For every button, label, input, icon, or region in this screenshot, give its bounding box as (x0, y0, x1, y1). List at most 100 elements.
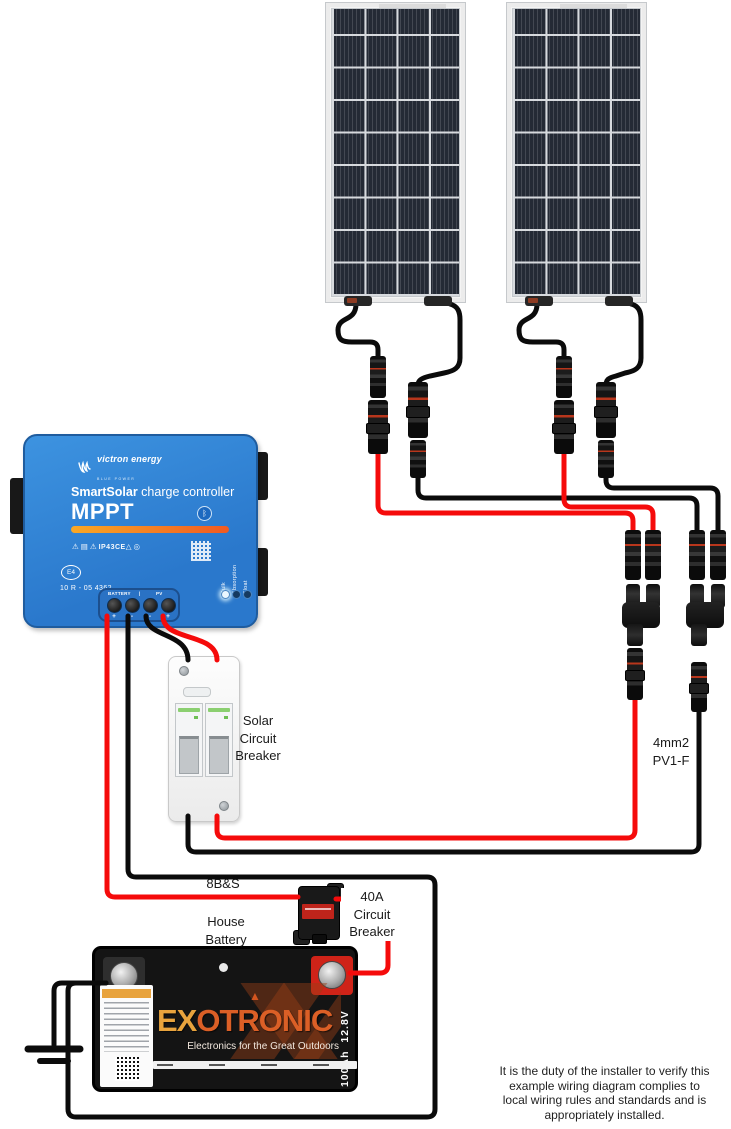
qr-code (115, 1057, 139, 1081)
wire-panel2-positive-lead (516, 301, 567, 360)
breaker-window (183, 687, 211, 697)
polarity-sign: + (166, 613, 170, 620)
label-line: Breaker (349, 924, 395, 939)
battery-terminal-label: BATTERY (108, 591, 131, 596)
solar-panel-cells (512, 8, 641, 297)
pv-negative-terminal (143, 598, 158, 613)
disclaimer-line: example wiring diagram complies to (509, 1078, 700, 1093)
mc4-connector (710, 530, 726, 580)
breaker-reset-knob (312, 934, 327, 944)
bluetooth-icon: ᛒ (197, 506, 212, 521)
brand-name: victron energy (97, 454, 162, 464)
y-branch-outlet (627, 624, 643, 646)
mc4-connector (370, 356, 386, 398)
y-branch-positive (617, 584, 665, 646)
solar-panel-2 (506, 2, 647, 303)
panel-mount-tab (378, 4, 446, 8)
mc4-connector (556, 356, 572, 398)
circle-mark-icon: ◎ (133, 542, 143, 551)
disclaimer-line: It is the duty of the installer to verif… (499, 1064, 710, 1078)
battery-rating: 100Ah 12.8V (339, 1010, 351, 1087)
warning-icon: ⚠ (72, 542, 81, 551)
label-line: Circuit (353, 906, 391, 922)
mc4-connector (598, 440, 614, 478)
junction-box (605, 296, 633, 306)
brand-wordmark-gold: EX (157, 1003, 197, 1038)
model-name: MPPT (71, 499, 135, 524)
pv-terminal-label: PV (156, 591, 163, 596)
mc4-connector (410, 440, 426, 478)
disclaimer-text: It is the duty of the installer to verif… (478, 1064, 731, 1122)
ground-symbol (24, 1045, 84, 1064)
wire-panel1-negative-lead (415, 301, 463, 388)
mc4-coupler (689, 662, 709, 712)
mc4-connector (689, 530, 705, 580)
mc4-connector (625, 530, 641, 580)
brand-wordmark: EXOTRONIC (157, 1003, 333, 1039)
label-line: Circuit (239, 730, 277, 746)
battery-vent-cap (219, 963, 228, 972)
victron-brand: victron energy BLUE POWER (77, 449, 162, 485)
breaker-rating-strip (178, 708, 200, 712)
disclaimer-line: appropriately installed. (544, 1107, 665, 1122)
solar-breaker-label: Solar Circuit Breaker (222, 712, 294, 765)
qr-code (191, 541, 211, 561)
wire-panel1-positive-lead (335, 301, 381, 360)
e-mark: E4 (61, 565, 81, 580)
recycle-icon: △ (125, 542, 134, 551)
bottom-label-text-marks (157, 1064, 353, 1066)
dc-breaker-label: 40A Circuit Breaker (341, 888, 403, 941)
label-line: 40A (360, 889, 384, 904)
battery-positive-terminal (107, 598, 122, 613)
label-line: 8B&S (206, 876, 240, 891)
label-line: 4mm2 (652, 735, 690, 750)
house-battery: ▲ EXOTRONIC Electronics for the Great Ou… (92, 946, 358, 1092)
brand-wordmark-orange: OTRONIC (196, 1003, 333, 1038)
battery-spec-label (100, 985, 153, 1087)
polarity-sign: - (130, 613, 134, 620)
mc4-connector-pair (594, 382, 618, 438)
mc4-connector-pair (366, 400, 390, 454)
wire-negative-panel2-to-ybranch (603, 473, 721, 535)
breaker-toggle (179, 736, 199, 774)
led-label-float: Float (243, 580, 249, 594)
manual-icon: ▤ (80, 542, 90, 551)
junction-box (424, 296, 452, 306)
product-name-rest: charge controller (137, 485, 235, 499)
breaker-red-label (302, 904, 334, 919)
wire-panel2-negative-lead (603, 301, 644, 388)
label-warning-band (102, 989, 151, 998)
junction-box (525, 296, 553, 306)
pv-positive-terminal (161, 598, 176, 613)
y-branch-outlet (691, 624, 707, 646)
victron-logo-icon (78, 460, 91, 473)
warning-icon: ⚠ (89, 542, 99, 551)
product-name-bold: SmartSolar (71, 485, 138, 499)
battery-cable-label: 8B&S (192, 875, 254, 893)
solar-panel-cells (331, 8, 460, 297)
junction-box (344, 296, 372, 306)
label-line: Battery (205, 931, 247, 947)
house-battery-label: House Battery (188, 913, 264, 948)
panel-mount-tab (559, 4, 627, 8)
y-branch-body (686, 602, 724, 628)
terminal-separator: | (139, 591, 141, 596)
label-fine-print (104, 1002, 149, 1052)
ip-rating: IP43 (98, 544, 115, 551)
orange-accent-bar (71, 526, 229, 533)
polarity-sign: - (148, 613, 152, 620)
battery-bottom-label (153, 1061, 357, 1069)
mc4-connector-pair (552, 400, 576, 454)
product-name: SmartSolar charge controller (71, 485, 234, 499)
serial-number: 10 R - 05 4362 (60, 585, 112, 592)
brand-tagline: Electronics for the Great Outdoors (187, 1041, 339, 1052)
tent-logo-icon: ▲ (249, 989, 261, 1003)
solar-panel-1 (325, 2, 466, 303)
breaker-indicator (194, 716, 198, 719)
mc4-connector (645, 530, 661, 580)
junction-box-seal (528, 298, 538, 303)
mc4-coupler (625, 648, 645, 700)
junction-box-seal (347, 298, 357, 303)
screw (219, 801, 229, 811)
